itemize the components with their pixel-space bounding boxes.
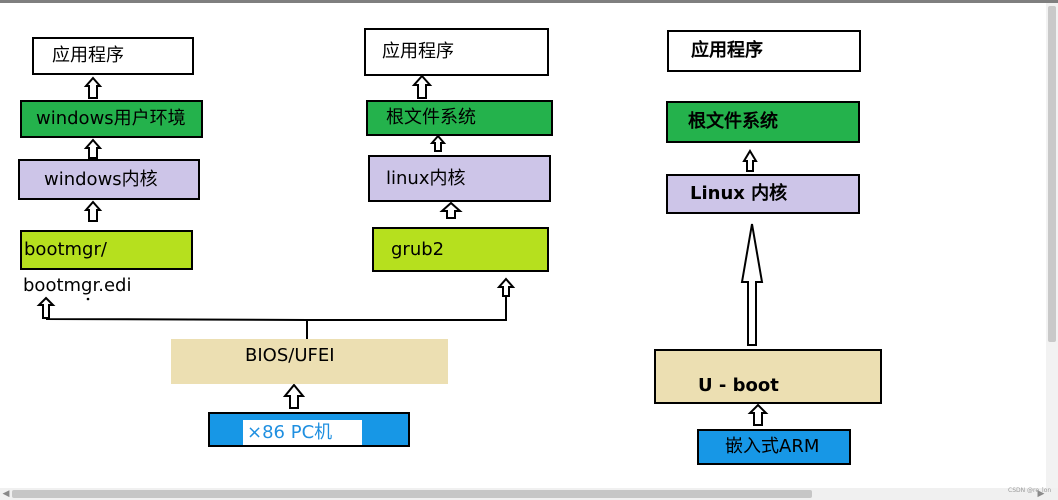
linux-loader-box: grub2: [372, 227, 549, 272]
embedded-loader-box: U - boot: [654, 349, 882, 404]
scroll-right-icon[interactable]: ▶: [1037, 489, 1045, 499]
linux-app-label: 应用程序: [382, 41, 454, 62]
hollow-up-arrow-icon: [496, 277, 516, 297]
hollow-up-arrow-icon: [439, 201, 463, 219]
linux-kernel-label: linux内核: [386, 167, 466, 189]
hollow-up-arrow-icon: [429, 134, 447, 152]
horizontal-scroll-thumb[interactable]: [12, 490, 812, 498]
x86-pc-label: ×86 PC机: [247, 421, 333, 443]
windows-kernel-label: windows内核: [44, 168, 158, 190]
x86-pc-box: ×86 PC机: [208, 412, 410, 447]
embedded-arm-box: 嵌入式ARM: [697, 429, 851, 465]
linux-kernel-box: linux内核: [368, 155, 551, 202]
windows-loader-label-line1: bootmgr/: [24, 239, 107, 260]
firmware-label: BIOS/UFEI: [245, 345, 335, 366]
hollow-up-arrow-icon: [742, 149, 758, 172]
embedded-kernel-label: Linux 内核: [690, 183, 788, 204]
hollow-up-arrow-icon: [747, 403, 769, 426]
hollow-up-arrow-icon: [83, 76, 103, 99]
firmware-bus-line: [46, 296, 507, 321]
embedded-kernel-box: Linux 内核: [666, 174, 860, 214]
embedded-app-box: 应用程序: [667, 30, 861, 72]
embedded-app-label: 应用程序: [691, 40, 763, 61]
embedded-arm-label: 嵌入式ARM: [725, 436, 820, 457]
windows-loader-label-line2: bootmgr.edi: [23, 275, 132, 296]
watermark: CSDN @re_lon: [1008, 487, 1052, 494]
windows-app-label: 应用程序: [52, 45, 124, 66]
firmware-box: BIOS/UFEI: [171, 339, 448, 384]
windows-kernel-box: windows内核: [18, 159, 200, 200]
windows-loader-box: bootmgr/: [20, 230, 193, 270]
hollow-up-arrow-icon: [282, 383, 306, 409]
hollow-up-arrow-icon: [411, 74, 433, 99]
scroll-left-icon[interactable]: ◀: [2, 489, 10, 499]
linux-rootfs-label: 根文件系统: [386, 107, 476, 128]
hollow-up-arrow-icon: [36, 296, 56, 319]
hollow-up-arrow-icon: [740, 223, 764, 346]
windows-app-box: 应用程序: [32, 37, 194, 75]
stray-dot: [86, 297, 90, 301]
linux-rootfs-box: 根文件系统: [366, 100, 553, 136]
hollow-up-arrow-icon: [83, 138, 103, 159]
embedded-rootfs-label: 根文件系统: [688, 111, 778, 132]
linux-loader-label: grub2: [391, 238, 445, 260]
linux-app-box: 应用程序: [364, 28, 549, 76]
window-top-border: [0, 0, 1058, 3]
embedded-loader-label: U - boot: [698, 374, 779, 396]
hollow-up-arrow-icon: [83, 200, 103, 222]
x86-pc-label-highlight: ×86 PC机: [243, 420, 362, 445]
embedded-rootfs-box: 根文件系统: [666, 101, 860, 143]
windows-userenv-label: windows用户环境: [36, 108, 186, 129]
windows-userenv-box: windows用户环境: [20, 100, 203, 138]
vertical-scroll-thumb[interactable]: [1048, 6, 1056, 342]
